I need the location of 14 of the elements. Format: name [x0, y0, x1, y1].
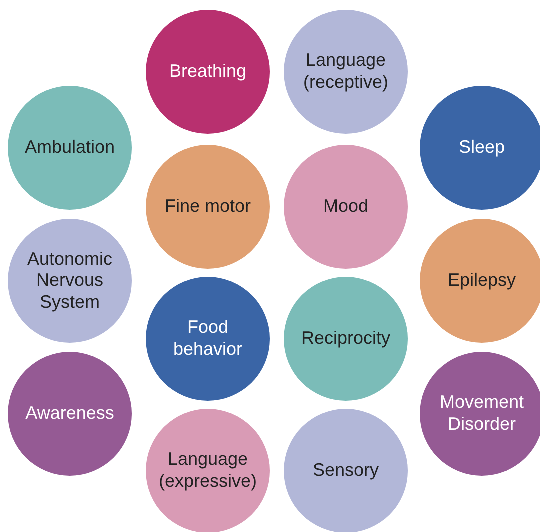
topic-label: Reciprocity [301, 328, 391, 350]
topic-label: Language (receptive) [302, 50, 390, 94]
topic-label: Breathing [169, 61, 247, 83]
topic-label: Epilepsy [448, 270, 516, 292]
topic-label: Mood [323, 196, 369, 218]
topic-label: Autonomic Nervous System [26, 248, 114, 314]
topic-label: Food behavior [172, 317, 244, 361]
topic-label: Movement Disorder [438, 392, 526, 436]
topic-label: Language (expressive) [158, 449, 258, 493]
topic-label: Sensory [312, 460, 380, 482]
topic-label: Awareness [26, 403, 114, 425]
topic-label: Ambulation [24, 137, 116, 159]
topic-label: Sleep [458, 137, 506, 159]
topic-label: Fine motor [164, 196, 252, 218]
